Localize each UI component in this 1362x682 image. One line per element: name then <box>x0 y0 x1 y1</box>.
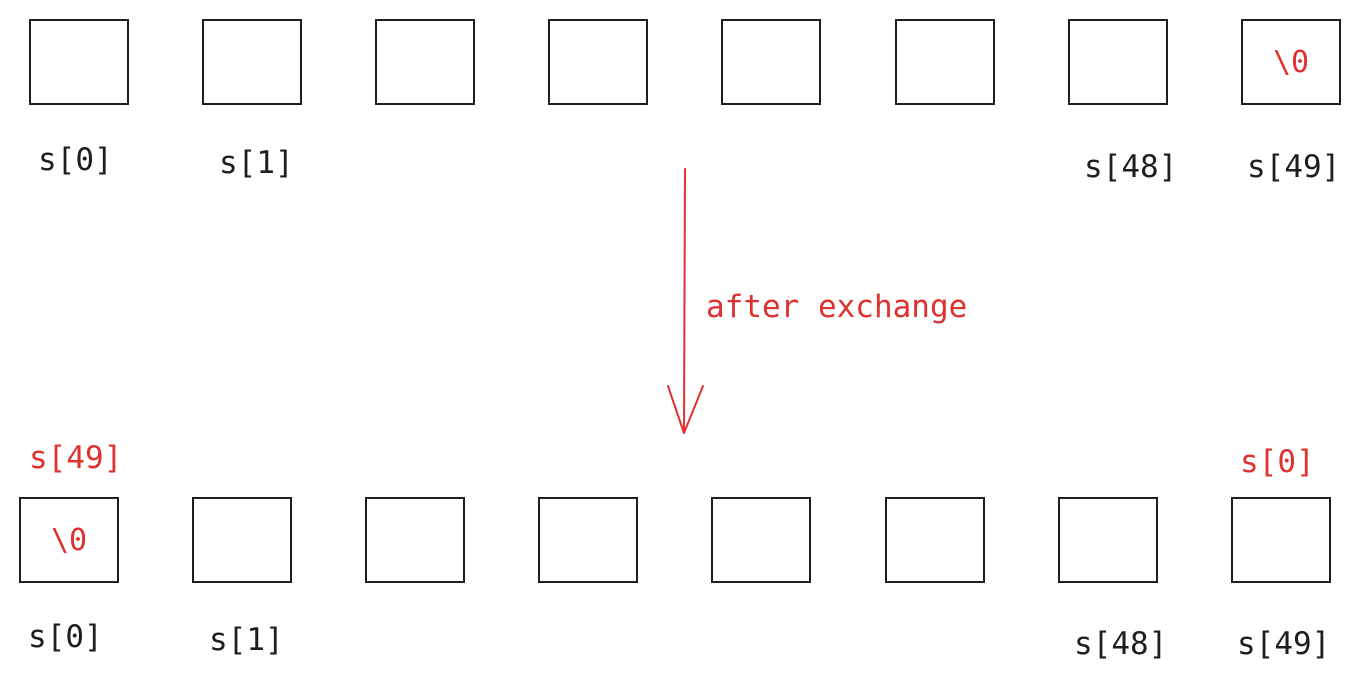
before-cell-3 <box>548 19 648 105</box>
before-cell-48 <box>1068 19 1168 105</box>
after-cell-3 <box>538 497 638 583</box>
after-cell-49 <box>1231 497 1331 583</box>
after-label-s48: s[48] <box>1074 626 1168 662</box>
before-label-s49: s[49] <box>1247 149 1341 185</box>
null-terminator-text: \0 <box>1272 44 1310 80</box>
after-label-s0: s[0] <box>28 619 103 655</box>
before-label-s1: s[1] <box>219 145 294 181</box>
before-label-s48: s[48] <box>1084 149 1178 185</box>
after-cell-4 <box>711 497 811 583</box>
before-cell-5 <box>895 19 995 105</box>
before-label-s0: s[0] <box>38 142 113 178</box>
before-cell-0 <box>29 19 129 105</box>
null-terminator-text: \0 <box>50 522 88 558</box>
after-cell-0: \0 <box>19 497 119 583</box>
after-cell-5 <box>885 497 985 583</box>
after-cell-1 <box>192 497 292 583</box>
after-label-s1: s[1] <box>209 622 284 658</box>
after-cell-48 <box>1058 497 1158 583</box>
after-label-s49: s[49] <box>1237 626 1331 662</box>
before-cell-1 <box>202 19 302 105</box>
after-cell-2 <box>365 497 465 583</box>
before-cell-49: \0 <box>1241 19 1341 105</box>
arrow-label: after exchange <box>706 289 968 325</box>
swapped-label-last: s[0] <box>1240 444 1315 480</box>
before-cell-4 <box>721 19 821 105</box>
swapped-label-first: s[49] <box>29 440 123 476</box>
before-cell-2 <box>375 19 475 105</box>
